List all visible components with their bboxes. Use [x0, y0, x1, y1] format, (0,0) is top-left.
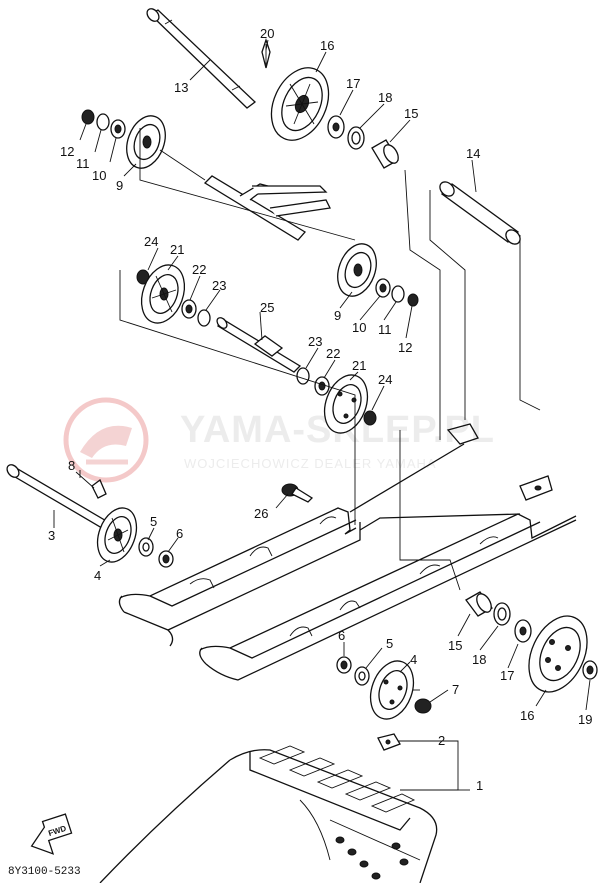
- cotter-pin-20: [261, 37, 271, 69]
- axle-shaft-25: [216, 317, 302, 373]
- callout-4-left: 4: [94, 568, 101, 583]
- callout-26: 26: [254, 506, 268, 521]
- callout-17-top: 17: [346, 76, 360, 91]
- callout-24-left: 24: [144, 234, 158, 249]
- nut-6-bottom: [336, 656, 352, 674]
- idler-wheel-16-bottom: [528, 615, 588, 693]
- washer-11-right: [391, 285, 405, 303]
- bearing-17-bottom: [514, 619, 532, 643]
- callout-labels: 1 2 3 4 4 5 5 6 6 7 8 9 9 10 10 11 11 12…: [48, 26, 592, 793]
- bearing-22-left: [181, 299, 197, 319]
- cap-19: [582, 660, 598, 680]
- callout-12-right: 12: [398, 340, 412, 355]
- nut-12-right: [407, 293, 419, 307]
- callout-4-bottom: 4: [410, 652, 417, 667]
- washer-23-right: [296, 367, 310, 385]
- bearing-5-bottom: [354, 666, 370, 686]
- callout-21-left: 21: [170, 242, 184, 257]
- cotter-pin-8: [91, 478, 107, 499]
- drive-track-1: [99, 745, 438, 883]
- forward-arrow-icon: FWD: [30, 813, 73, 855]
- collar-15-bottom: [465, 591, 493, 617]
- slide-rail-frame: [118, 423, 577, 681]
- washer-11-upper: [96, 113, 110, 131]
- nut-24-right: [363, 410, 377, 426]
- callout-23-left: 23: [212, 278, 226, 293]
- callout-7: 7: [452, 682, 459, 697]
- idler-wheel-9-right: [337, 243, 377, 297]
- bearing-18-top: [347, 126, 365, 150]
- callout-15-bottom: 15: [448, 638, 462, 653]
- wheel-4-bottom: [369, 660, 415, 720]
- bolt-26: [281, 483, 314, 503]
- bearing-10-right: [375, 278, 391, 298]
- callout-11-upper: 11: [76, 156, 90, 171]
- bearing-5-left: [138, 537, 154, 557]
- callout-5-bottom: 5: [386, 636, 393, 651]
- callout-9-right: 9: [334, 308, 341, 323]
- callout-11-right: 11: [378, 322, 392, 337]
- front-axle-shaft-3: [6, 464, 110, 529]
- callout-13: 13: [174, 80, 188, 95]
- watermark-subtitle: WOJCIECHOWICZ DEALER YAMAHA: [184, 456, 437, 471]
- wheel-4-left: [96, 507, 138, 563]
- nut-7: [414, 698, 432, 714]
- nut-12-upper: [81, 109, 95, 125]
- callout-15-top: 15: [404, 106, 418, 121]
- bearing-17-top: [327, 115, 345, 139]
- callout-16-top: 16: [320, 38, 334, 53]
- diagram-code: 8Y3100-5233: [8, 866, 81, 878]
- callout-17-bottom: 17: [500, 668, 514, 683]
- callout-12-upper: 12: [60, 144, 74, 159]
- callout-1: 1: [476, 778, 483, 793]
- washer-23-left: [197, 309, 211, 327]
- nut-6-left: [158, 550, 174, 568]
- callout-5-left: 5: [150, 514, 157, 529]
- callout-2: 2: [438, 733, 445, 748]
- leader-lines: [53, 39, 591, 791]
- idler-wheel-9-upper: [126, 115, 166, 169]
- center-axle-arm: [159, 149, 331, 241]
- spacer-shaft-14: [439, 181, 521, 245]
- idler-wheel-16-top: [270, 67, 330, 141]
- callout-24-right: 24: [378, 372, 392, 387]
- callout-22-left: 22: [192, 262, 206, 277]
- callout-22-right: 22: [326, 346, 340, 361]
- bearing-10-upper: [110, 119, 126, 139]
- callout-19: 19: [578, 712, 592, 727]
- assembly-guide-lines: [79, 128, 541, 691]
- callout-8: 8: [68, 458, 75, 473]
- callout-21-right: 21: [352, 358, 366, 373]
- callout-23-right: 23: [308, 334, 322, 349]
- callout-18-top: 18: [378, 90, 392, 105]
- callout-14: 14: [466, 146, 480, 161]
- watermark: YAMA-SKLEP.PL WOJCIECHOWICZ DEALER YAMAH…: [63, 397, 494, 483]
- callout-3: 3: [48, 528, 55, 543]
- bearing-18-bottom: [493, 602, 511, 626]
- callout-25: 25: [260, 300, 274, 315]
- callout-18-bottom: 18: [472, 652, 486, 667]
- track-clip-2: [377, 733, 401, 751]
- rear-axle-shaft: [146, 8, 257, 109]
- callout-6-bottom: 6: [338, 628, 345, 643]
- idler-wheel-21-left: [140, 264, 186, 324]
- callout-6-left: 6: [176, 526, 183, 541]
- collar-15-top: [371, 139, 399, 169]
- callout-10-right: 10: [352, 320, 366, 335]
- callout-16-bottom: 16: [520, 708, 534, 723]
- callout-9-upper: 9: [116, 178, 123, 193]
- watermark-logo-icon: [63, 397, 149, 483]
- callout-10-upper: 10: [92, 168, 106, 183]
- callout-20: 20: [260, 26, 274, 41]
